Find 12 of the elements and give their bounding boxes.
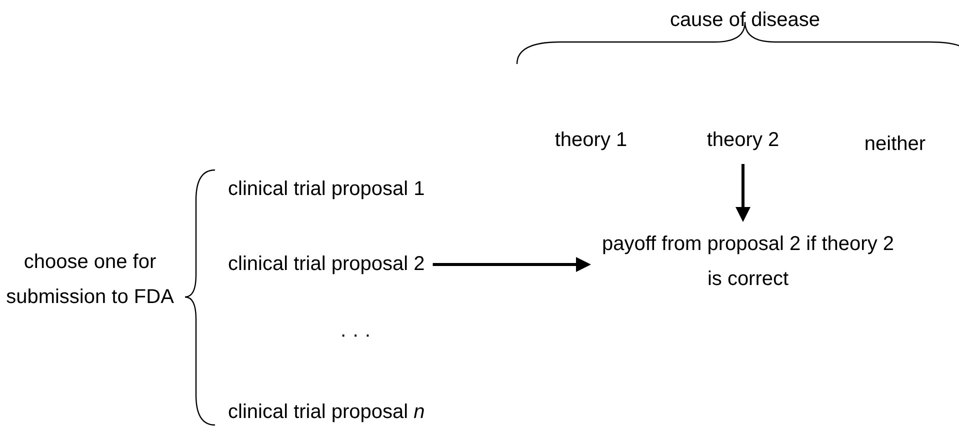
node-text: clinical trial proposal n (228, 400, 425, 425)
node-text: clinical trial proposal 2 (228, 252, 425, 277)
node-text: payoff from proposal 2 if theory 2 is correct (600, 232, 895, 292)
node-text: theory 2 (706, 128, 780, 153)
node-text: choose one for submission to FDA (5, 250, 175, 310)
ellipsis-label: · · · (340, 323, 372, 348)
arrow (432, 257, 591, 272)
node-text: theory 1 (554, 128, 628, 153)
arrow (736, 164, 750, 222)
node-text: cause of disease (670, 8, 820, 33)
node-text: clinical trial proposal 1 (228, 177, 425, 202)
node-text: neither (864, 132, 926, 157)
